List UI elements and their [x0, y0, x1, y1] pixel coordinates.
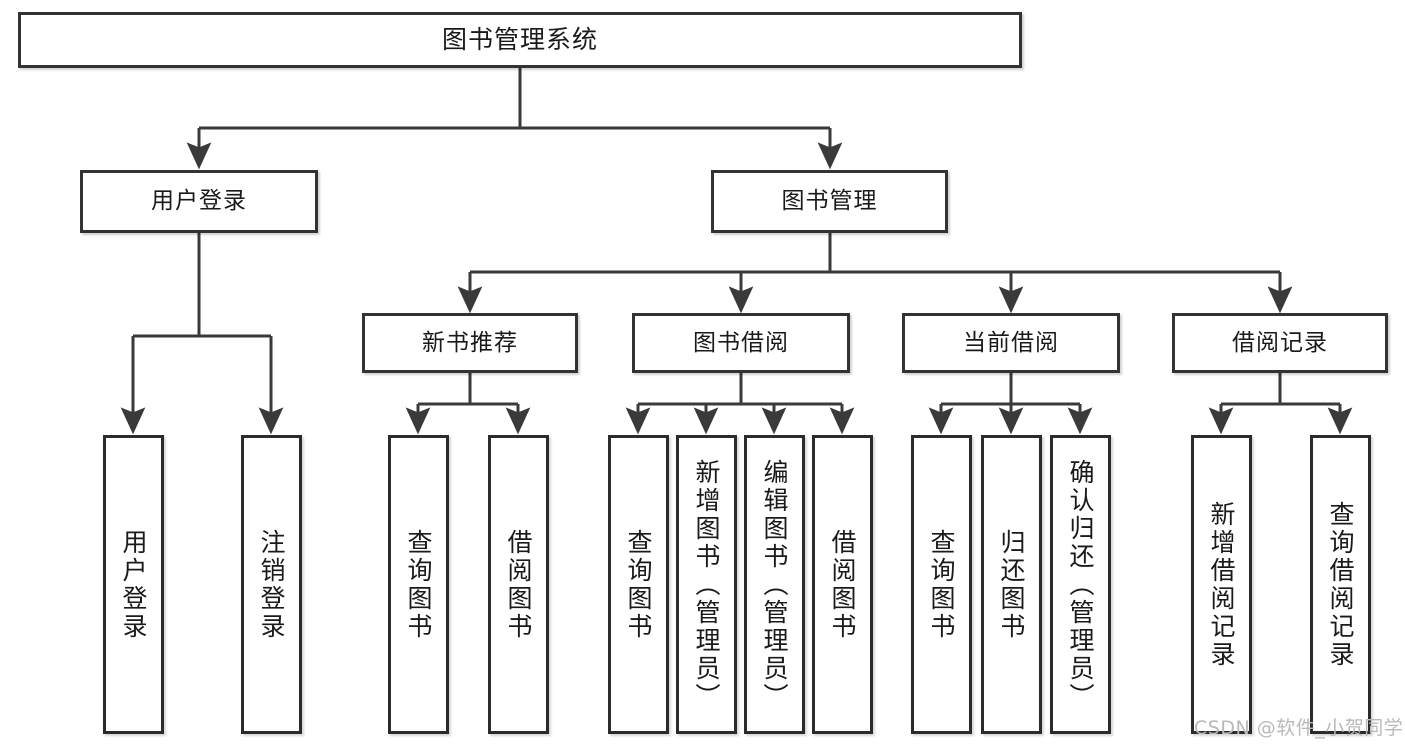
leaf-user-login-logout[interactable]: 注销登录	[241, 435, 302, 734]
leaf-book-borrow-edit[interactable]: 编辑图书（管理员）	[744, 435, 805, 734]
node-user-login[interactable]: 用户登录	[80, 170, 318, 233]
leaf-book-borrow-query-label: 查询图书	[624, 528, 653, 641]
leaf-new-book-borrow-label: 借阅图书	[504, 528, 533, 641]
node-new-book-recommend[interactable]: 新书推荐	[362, 313, 578, 373]
leaf-current-borrow-query-label: 查询图书	[927, 528, 956, 641]
node-borrow-record-label: 借阅记录	[1232, 329, 1328, 356]
node-book-borrow[interactable]: 图书借阅	[632, 313, 850, 373]
leaf-borrow-record-query[interactable]: 查询借阅记录	[1310, 435, 1371, 734]
leaf-current-borrow-return[interactable]: 归还图书	[981, 435, 1042, 734]
node-current-borrow-label: 当前借阅	[963, 329, 1059, 356]
leaf-user-login-login-label: 用户登录	[119, 528, 148, 641]
leaf-user-login-login[interactable]: 用户登录	[103, 435, 164, 734]
leaf-book-borrow-borrow-label: 借阅图书	[828, 528, 857, 641]
leaf-borrow-record-add[interactable]: 新增借阅记录	[1191, 435, 1252, 734]
leaf-new-book-query-label: 查询图书	[404, 528, 433, 641]
leaf-book-borrow-query[interactable]: 查询图书	[608, 435, 669, 734]
node-book-management[interactable]: 图书管理	[711, 170, 948, 233]
leaf-current-borrow-query[interactable]: 查询图书	[911, 435, 972, 734]
leaf-user-login-logout-label: 注销登录	[257, 528, 286, 641]
leaf-book-borrow-edit-label: 编辑图书（管理员）	[760, 458, 789, 711]
leaf-new-book-query[interactable]: 查询图书	[388, 435, 449, 734]
leaf-borrow-record-add-label: 新增借阅记录	[1207, 500, 1236, 669]
leaf-current-borrow-confirm-return-label: 确认归还（管理员）	[1066, 458, 1095, 711]
node-root-label: 图书管理系统	[441, 24, 598, 54]
leaf-borrow-record-query-label: 查询借阅记录	[1326, 500, 1355, 669]
node-root-book-management-system[interactable]: 图书管理系统	[18, 12, 1022, 68]
leaf-book-borrow-add-label: 新增图书（管理员）	[692, 458, 721, 711]
node-book-borrow-label: 图书借阅	[693, 329, 789, 356]
leaf-new-book-borrow[interactable]: 借阅图书	[488, 435, 549, 734]
node-current-borrow[interactable]: 当前借阅	[902, 313, 1120, 373]
leaf-current-borrow-confirm-return[interactable]: 确认归还（管理员）	[1050, 435, 1111, 734]
node-user-login-label: 用户登录	[151, 188, 247, 215]
node-new-book-recommend-label: 新书推荐	[422, 329, 518, 356]
leaf-current-borrow-return-label: 归还图书	[997, 528, 1026, 641]
leaf-book-borrow-borrow[interactable]: 借阅图书	[812, 435, 873, 734]
node-borrow-record[interactable]: 借阅记录	[1172, 313, 1388, 373]
node-book-management-label: 图书管理	[781, 188, 878, 215]
leaf-book-borrow-add[interactable]: 新增图书（管理员）	[676, 435, 737, 734]
